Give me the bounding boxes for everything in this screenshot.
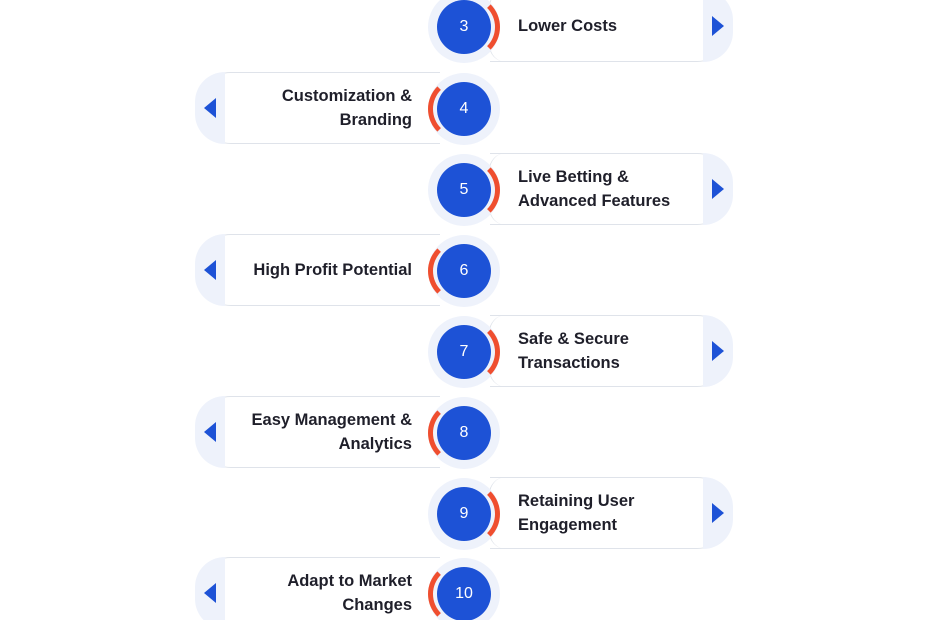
arrow-right-icon [712, 503, 724, 523]
step-arc [436, 320, 500, 384]
arrow-left-icon [204, 260, 216, 280]
step-card: Customization & Branding [195, 72, 440, 144]
step-6: High Profit Potential 6 [0, 234, 930, 308]
step-arc [436, 482, 500, 546]
arrow-right-icon [712, 16, 724, 36]
arrow-right-icon [712, 341, 724, 361]
step-tab[interactable] [195, 72, 225, 144]
step-8: Easy Management & Analytics 8 [0, 396, 930, 470]
step-arc [428, 239, 492, 303]
step-arc [428, 562, 492, 620]
step-card: High Profit Potential [195, 234, 440, 306]
step-tab[interactable] [195, 234, 225, 306]
step-label: Retaining User Engagement [518, 492, 635, 534]
step-arc [436, 158, 500, 222]
step-tab[interactable] [703, 315, 733, 387]
step-card: Live Betting & Advanced Features [489, 153, 733, 225]
step-card: Lower Costs [489, 0, 733, 62]
step-label: Live Betting & Advanced Features [518, 168, 671, 210]
step-3: Lower Costs 3 [0, 0, 930, 64]
step-tab[interactable] [195, 557, 225, 620]
step-tab[interactable] [703, 477, 733, 549]
arrow-right-icon [712, 179, 724, 199]
step-card: Adapt to Market Changes [195, 557, 440, 620]
step-label: Customization & Branding [281, 87, 412, 129]
step-5: Live Betting & Advanced Features 5 [0, 153, 930, 227]
step-tab[interactable] [703, 153, 733, 225]
step-arc [428, 401, 492, 465]
step-arc [428, 77, 492, 141]
arrow-left-icon [204, 422, 216, 442]
step-card: Easy Management & Analytics [195, 396, 440, 468]
step-7: Safe & Secure Transactions 7 [0, 315, 930, 389]
step-label: High Profit Potential [253, 261, 412, 279]
step-label: Easy Management & Analytics [251, 411, 412, 453]
arrow-left-icon [204, 98, 216, 118]
step-label: Lower Costs [518, 17, 618, 35]
step-arc [436, 0, 500, 59]
step-label: Safe & Secure Transactions [518, 330, 629, 372]
step-card: Safe & Secure Transactions [489, 315, 733, 387]
step-10: Adapt to Market Changes 10 [0, 557, 930, 620]
step-card: Retaining User Engagement [489, 477, 733, 549]
step-4: Customization & Branding 4 [0, 72, 930, 146]
step-tab[interactable] [195, 396, 225, 468]
arrow-left-icon [204, 583, 216, 603]
step-label: Adapt to Market Changes [287, 572, 412, 614]
step-9: Retaining User Engagement 9 [0, 477, 930, 551]
step-tab[interactable] [703, 0, 733, 62]
